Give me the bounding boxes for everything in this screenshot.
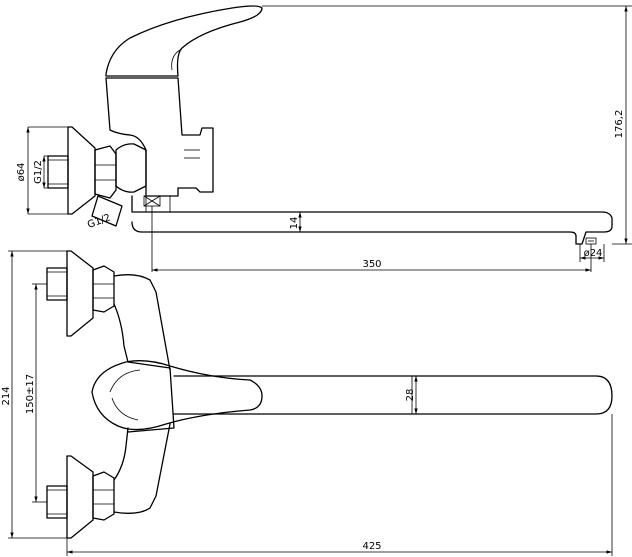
inlet-stub <box>47 155 69 189</box>
union <box>115 143 147 193</box>
dim-overall-length: 425 <box>362 541 381 552</box>
top-dimensions: 214 150±17 28 425 <box>1 250 613 556</box>
lower-hex-nut <box>92 471 115 521</box>
spout-top <box>173 375 613 415</box>
valve-body <box>105 77 214 197</box>
upper-flange <box>66 250 94 337</box>
dim-height-total: 176,2 <box>614 110 625 139</box>
lower-flange <box>66 455 94 539</box>
lever-top <box>91 360 263 431</box>
dim-spout-reach: 350 <box>362 259 381 270</box>
dim-diameter-64: ø64 <box>16 163 27 182</box>
lever-handle <box>105 5 263 77</box>
lower-inlet <box>91 195 123 227</box>
dim-outlet-diameter: ø24 <box>584 248 603 259</box>
dim-overall-height: 214 <box>1 386 12 405</box>
side-view <box>47 5 613 245</box>
dim-centres: 150±17 <box>25 374 36 414</box>
upper-hex-nut <box>92 265 115 313</box>
hex-nut <box>94 145 117 199</box>
dim-handle-width: 28 <box>405 389 416 402</box>
dim-spout-thickness: 14 <box>289 217 300 230</box>
spout <box>131 195 613 245</box>
body-top <box>127 361 175 433</box>
wall-flange <box>67 126 96 215</box>
dim-thread-bottom: G1/2 <box>86 212 112 230</box>
dim-thread-top: G1/2 <box>33 160 44 184</box>
top-view <box>46 250 613 539</box>
